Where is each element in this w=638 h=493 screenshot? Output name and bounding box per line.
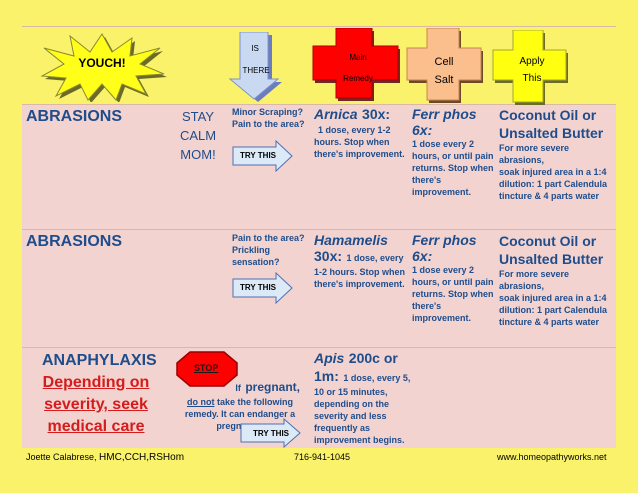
apply-label: Apply xyxy=(519,56,545,67)
row-2-apply: Coconut Oil or Unsalted Butter For more … xyxy=(499,233,608,327)
row-1-condition: ABRASIONS xyxy=(26,108,123,125)
row-3-band xyxy=(22,347,616,448)
row-2-question: Pain to the area? Prickling sensation? xyxy=(232,233,305,267)
footer-phone: 716-941-1045 xyxy=(294,452,351,462)
row-1-try-this-arrow-icon xyxy=(232,140,293,172)
row-1-remedy: Arnica 30x: 1 dose, every 1-2 hours. Sto… xyxy=(314,106,405,159)
stop-label: STOP xyxy=(194,363,219,373)
row-2-try-this-label: TRY THIS xyxy=(240,283,277,292)
seek-medical-care-text: Depending on severity, seek medical care xyxy=(42,374,150,435)
apply-this-cross-icon xyxy=(492,30,568,105)
this-label: This xyxy=(522,73,542,84)
cell-label: Cell xyxy=(434,56,454,68)
youch-starburst-icon xyxy=(40,33,167,102)
row-2-try-this-arrow-icon xyxy=(232,272,293,304)
row-1-apply: Coconut Oil or Unsalted Butter For more … xyxy=(499,107,608,201)
cell-salt-cross-icon xyxy=(406,28,483,103)
header-rule xyxy=(22,104,616,105)
row-1-try-this-label: TRY THIS xyxy=(240,151,277,160)
row-2-remedy: Hamamelis 30x: 1 dose, every 1-2 hours. … xyxy=(314,232,406,289)
row-2-condition: ABRASIONS xyxy=(26,233,123,250)
top-rule xyxy=(22,26,616,27)
row-3-try-this-label: TRY THIS xyxy=(253,429,290,438)
row-2-band xyxy=(22,229,616,347)
row-3-try-this-arrow-icon xyxy=(240,418,301,448)
row-1-band xyxy=(22,105,616,229)
row-3-remedy: Apis 200c or 1m: 1 dose, every 5, 10 or … xyxy=(314,350,411,445)
row-1-question: Minor Scraping? Pain to the area? xyxy=(232,107,305,129)
pregnancy-warning: If pregnant, do not take the following r… xyxy=(184,380,300,431)
is-there-down-arrow-icon xyxy=(228,32,282,102)
salt-label: Salt xyxy=(434,74,454,86)
row-1-cell-salt: Ferr phos 6x: 1 dose every 2 hours, or u… xyxy=(412,106,494,197)
remedy-label: Remedy xyxy=(343,74,373,83)
row-3-condition: ANAPHYLAXIS xyxy=(42,352,157,369)
footer-author: Joette Calabrese, HMC,CCH,RSHom xyxy=(26,452,185,463)
main-label: Main xyxy=(349,53,367,62)
main-remedy-cross-icon xyxy=(312,28,400,101)
is-label: IS xyxy=(251,44,259,53)
stop-sign-icon xyxy=(176,351,238,387)
footer-website-link[interactable]: www.homeopathyworks.net xyxy=(497,452,607,462)
row-2-cell-salt: Ferr phos 6x: 1 dose every 2 hours, or u… xyxy=(412,232,494,323)
there-label: THERE xyxy=(242,66,270,75)
stay-calm-text: STAY CALM MOM! xyxy=(179,109,217,162)
youch-label: YOUCH! xyxy=(78,56,126,70)
